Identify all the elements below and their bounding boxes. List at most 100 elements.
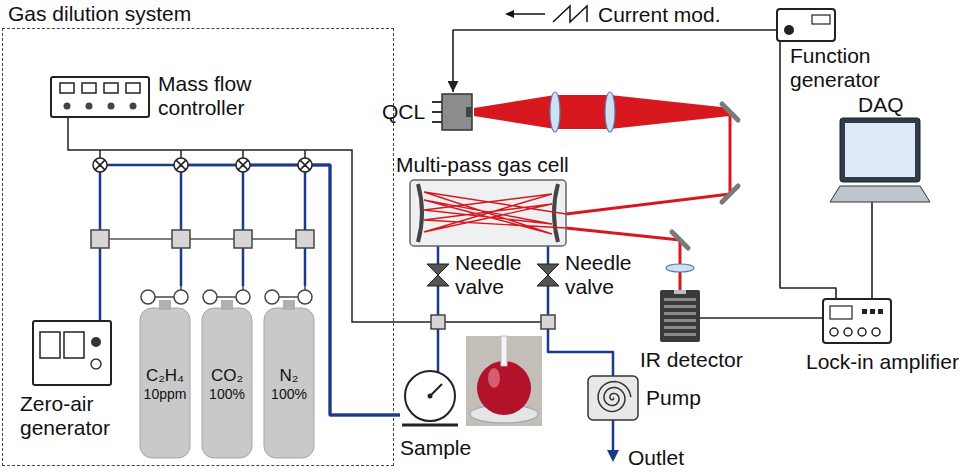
acquisition-laptop: DAQ	[830, 118, 930, 202]
apple-photo	[477, 361, 531, 415]
detector-unit-icon	[660, 290, 700, 342]
gas-cylinder-icon	[141, 290, 155, 304]
gas-cylinder-icon	[264, 308, 314, 458]
gas-line	[548, 286, 613, 376]
device-label: IR detector	[640, 348, 743, 372]
needle-valve-symbol-icon	[427, 275, 449, 286]
outlet-arrow	[612, 420, 615, 452]
flow-unit-box	[91, 230, 314, 248]
gas-cylinder-icon	[265, 290, 279, 304]
dilution-region: Gas dilution systemMass flow controllerZ…	[2, 2, 394, 466]
gas-cylinder: CO₂100%	[200, 286, 254, 460]
detector-unit: IR detector	[660, 290, 700, 342]
detector-unit-icon	[664, 319, 696, 322]
gas-cylinder-icon	[202, 308, 252, 458]
flow-unit-box	[296, 230, 314, 248]
flow-label: Outlet	[628, 446, 684, 470]
flow-unit-box	[172, 230, 190, 248]
gas-cylinder-icon	[140, 308, 190, 458]
pump-unit-icon	[588, 376, 638, 420]
detector-unit-icon	[664, 326, 696, 329]
device-label: Needle valve	[455, 251, 531, 299]
device-label: Needle valve	[565, 251, 641, 299]
controller-wire	[100, 150, 305, 158]
mirror	[672, 104, 738, 248]
gas-name: C₂H₄	[146, 366, 184, 386]
laser-source-icon	[432, 92, 474, 132]
pump-unit-icon	[598, 382, 631, 412]
signal-generator-unit-icon	[784, 25, 794, 35]
lens	[550, 92, 560, 132]
zero-air-unit-icon	[32, 320, 112, 386]
detector-unit-icon	[674, 290, 686, 294]
gas-cylinder-icon	[155, 296, 174, 298]
gas-cylinder-icon	[174, 290, 188, 304]
device-label: Mass flow controller	[158, 72, 262, 120]
multipass-cell-icon	[418, 184, 422, 242]
outlet-arrow	[607, 420, 619, 462]
device-label: QCL	[382, 100, 425, 124]
mirror	[672, 232, 688, 248]
sample-chamber-icon	[405, 371, 455, 421]
acquisition-laptop-icon	[845, 123, 915, 177]
flow-controller-unit-icon	[51, 77, 149, 117]
junction-box	[541, 315, 555, 329]
flow-controller-unit-icon	[126, 83, 140, 93]
flow-controller-unit-icon	[64, 103, 71, 110]
multipass-cell-icon	[410, 180, 566, 246]
gas-line	[547, 246, 550, 264]
lens	[550, 92, 694, 272]
needle-valve-symbol-icon	[427, 264, 449, 275]
amplifier-unit-icon	[872, 328, 880, 336]
sample-chamber-icon	[400, 366, 460, 428]
amplifier-unit-icon	[878, 309, 883, 314]
gas-name: 10ppm	[144, 386, 187, 402]
acquisition-laptop-icon	[840, 118, 920, 182]
flow-controller-unit-icon	[108, 103, 115, 110]
laser-source: QCL	[432, 92, 474, 132]
junction-box	[431, 315, 555, 329]
flow-controller-unit-icon	[50, 76, 150, 118]
gas-cylinder-icon	[203, 290, 217, 304]
mirror	[722, 104, 738, 120]
shutoff-valve-symbol	[93, 158, 312, 172]
device-label: DAQ	[858, 93, 904, 117]
amplifier-unit-icon	[870, 309, 875, 314]
flow-controller-unit-icon	[86, 103, 93, 110]
gas-cylinder-icon	[283, 300, 295, 310]
gas-cylinder-icon	[159, 300, 171, 310]
apple-photo	[501, 336, 507, 366]
detector-unit-icon	[660, 290, 700, 342]
zero-air-unit-icon	[40, 332, 60, 358]
signal-generator-unit-icon	[777, 9, 835, 41]
amplifier-unit-icon	[858, 328, 866, 336]
zero-air-unit-icon	[64, 332, 84, 358]
gas-name: 100%	[209, 386, 245, 402]
gas-cylinder-icon	[236, 290, 250, 304]
flow-controller-unit-icon	[104, 83, 118, 93]
detector-unit-icon	[664, 298, 696, 301]
gas-line	[437, 246, 440, 264]
device-label: Function generator	[790, 44, 890, 92]
multipass-cell-icon	[424, 192, 566, 234]
edge-label: Current mod.	[598, 3, 721, 27]
detector-unit-icon	[664, 333, 696, 336]
gas-cylinder-icon	[217, 296, 236, 298]
lens	[666, 264, 694, 272]
sample-chamber-icon	[402, 424, 458, 427]
group-heading: Gas dilution system	[8, 2, 191, 26]
amplifier-unit-icon	[822, 298, 892, 344]
multipass-cell: Multi-pass gas cell	[410, 180, 566, 246]
gas-line	[181, 165, 400, 415]
mirror	[722, 186, 738, 202]
modulation-symbol	[553, 6, 587, 22]
gas-cylinder-icon	[279, 296, 298, 298]
modulation-symbol	[505, 10, 514, 18]
laser-source-icon	[466, 107, 472, 117]
gas-cylinder: C₂H₄10ppm	[138, 286, 192, 460]
signal-generator-unit-icon	[776, 8, 836, 42]
signal-generator-unit-icon	[812, 15, 830, 24]
gas-cylinder-icon	[221, 300, 233, 310]
